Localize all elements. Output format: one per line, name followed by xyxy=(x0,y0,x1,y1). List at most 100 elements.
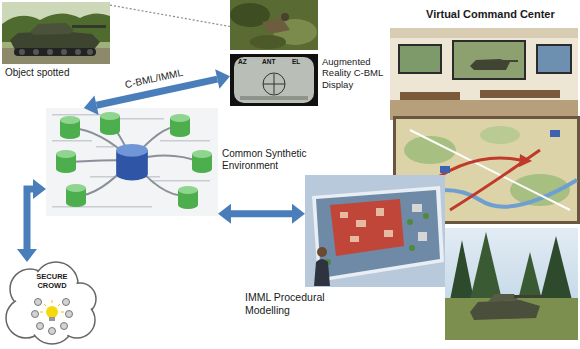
command-room-photo xyxy=(452,40,526,80)
database-node: Common Synthetic Environment xyxy=(46,108,218,216)
node-caption: Common Synthetic Environment xyxy=(222,148,316,172)
crowd-cloud-art xyxy=(49,328,56,335)
crowd-cloud-art xyxy=(8,264,95,343)
crowd-cloud-art xyxy=(44,304,46,306)
city-model xyxy=(330,199,404,256)
database-cluster xyxy=(116,144,148,180)
city-model xyxy=(314,259,330,286)
map-photo xyxy=(550,130,560,137)
city-model xyxy=(407,219,413,225)
double-arrow xyxy=(27,189,33,249)
readout-label: EL xyxy=(292,58,300,66)
command-room-photo xyxy=(500,60,518,62)
database-cluster xyxy=(60,116,80,139)
database-cluster xyxy=(56,150,76,173)
display-node: Augmented Reality C-BML Display xyxy=(230,0,318,106)
city-model xyxy=(423,213,429,219)
map-photo xyxy=(393,116,580,224)
command-room-photo xyxy=(390,28,578,120)
dotted-line xyxy=(110,5,230,26)
crowd-cloud-art xyxy=(66,311,73,318)
database-cluster xyxy=(66,184,86,207)
command-room-photo xyxy=(398,44,442,74)
connector xyxy=(17,179,46,262)
forest-tank-photo xyxy=(450,240,474,300)
crowd-cloud-art xyxy=(35,299,42,306)
city-model xyxy=(340,212,348,218)
command-center-node: Virtual Command Center xyxy=(390,28,578,342)
city-model xyxy=(412,204,422,212)
map-photo xyxy=(480,126,520,144)
soldier-photo xyxy=(281,13,289,21)
arrow-head xyxy=(33,179,46,199)
crowd-cloud-art xyxy=(6,262,96,344)
map-photo xyxy=(440,166,450,173)
database-cluster xyxy=(52,206,152,208)
forest-tank-photo xyxy=(540,236,572,300)
connector xyxy=(110,5,230,26)
database-cluster xyxy=(46,108,218,216)
tank-photo xyxy=(2,2,110,64)
forest-tank-photo xyxy=(488,294,518,302)
city-model xyxy=(376,208,384,216)
tank-photo xyxy=(19,49,25,55)
crowd-cloud-art xyxy=(37,323,44,330)
forest-tank-photo xyxy=(445,298,578,340)
command-room-photo xyxy=(390,28,578,38)
soldier-photo xyxy=(230,0,318,50)
database-cluster xyxy=(120,118,164,120)
double-arrow xyxy=(231,210,292,217)
city-model xyxy=(317,247,327,257)
ar-display xyxy=(234,57,314,103)
database-cluster xyxy=(160,140,210,142)
command-room-photo xyxy=(400,46,440,72)
tank-photo xyxy=(2,48,110,64)
tank-photo xyxy=(75,49,81,55)
tank-photo xyxy=(47,49,53,55)
database-cluster xyxy=(192,150,212,173)
city-model xyxy=(305,175,445,287)
city-model xyxy=(418,232,427,241)
tank-photo xyxy=(61,49,67,55)
arrow-head xyxy=(218,204,231,224)
command-room-photo xyxy=(536,44,572,74)
command-room-photo xyxy=(538,46,570,72)
arrow-head xyxy=(215,69,230,89)
forest-tank-photo xyxy=(470,300,540,320)
crowd-cloud-art xyxy=(46,306,58,318)
tank-photo xyxy=(72,25,106,28)
database-cluster xyxy=(46,108,218,216)
database-cluster xyxy=(178,186,198,209)
ar-display xyxy=(240,96,308,100)
command-room-photo xyxy=(390,28,578,120)
crowd-cloud-art xyxy=(58,304,60,306)
city-model xyxy=(356,220,366,227)
tank-photo xyxy=(30,23,74,35)
map-photo xyxy=(393,116,580,224)
crowd-cloud-art xyxy=(49,317,55,321)
connector xyxy=(218,204,305,224)
tank-photo xyxy=(2,2,110,64)
map-photo xyxy=(450,150,540,210)
database-cluster xyxy=(100,112,120,135)
node-caption: Augmented Reality C-BML Display xyxy=(322,56,388,90)
crowd-cloud-art xyxy=(63,299,70,306)
forest-tank-photo xyxy=(470,232,502,300)
node-caption: SECURE CROWD xyxy=(22,272,82,290)
photo-node: Object spotted xyxy=(2,2,110,64)
readout-label: AZ xyxy=(238,58,247,66)
command-room-photo xyxy=(400,92,460,100)
crowd-cloud-art xyxy=(40,312,43,313)
crowd-cloud: SECURE CROWD xyxy=(4,262,96,344)
city-model xyxy=(350,236,359,242)
command-room-photo xyxy=(454,42,524,78)
database-cluster xyxy=(52,140,92,142)
tank-photo xyxy=(14,48,96,56)
city-model xyxy=(305,175,445,287)
city-model xyxy=(384,230,393,237)
arrow-head xyxy=(292,204,305,224)
arrow-head xyxy=(84,95,99,115)
database-cluster xyxy=(96,146,114,148)
ar-display xyxy=(263,73,285,95)
